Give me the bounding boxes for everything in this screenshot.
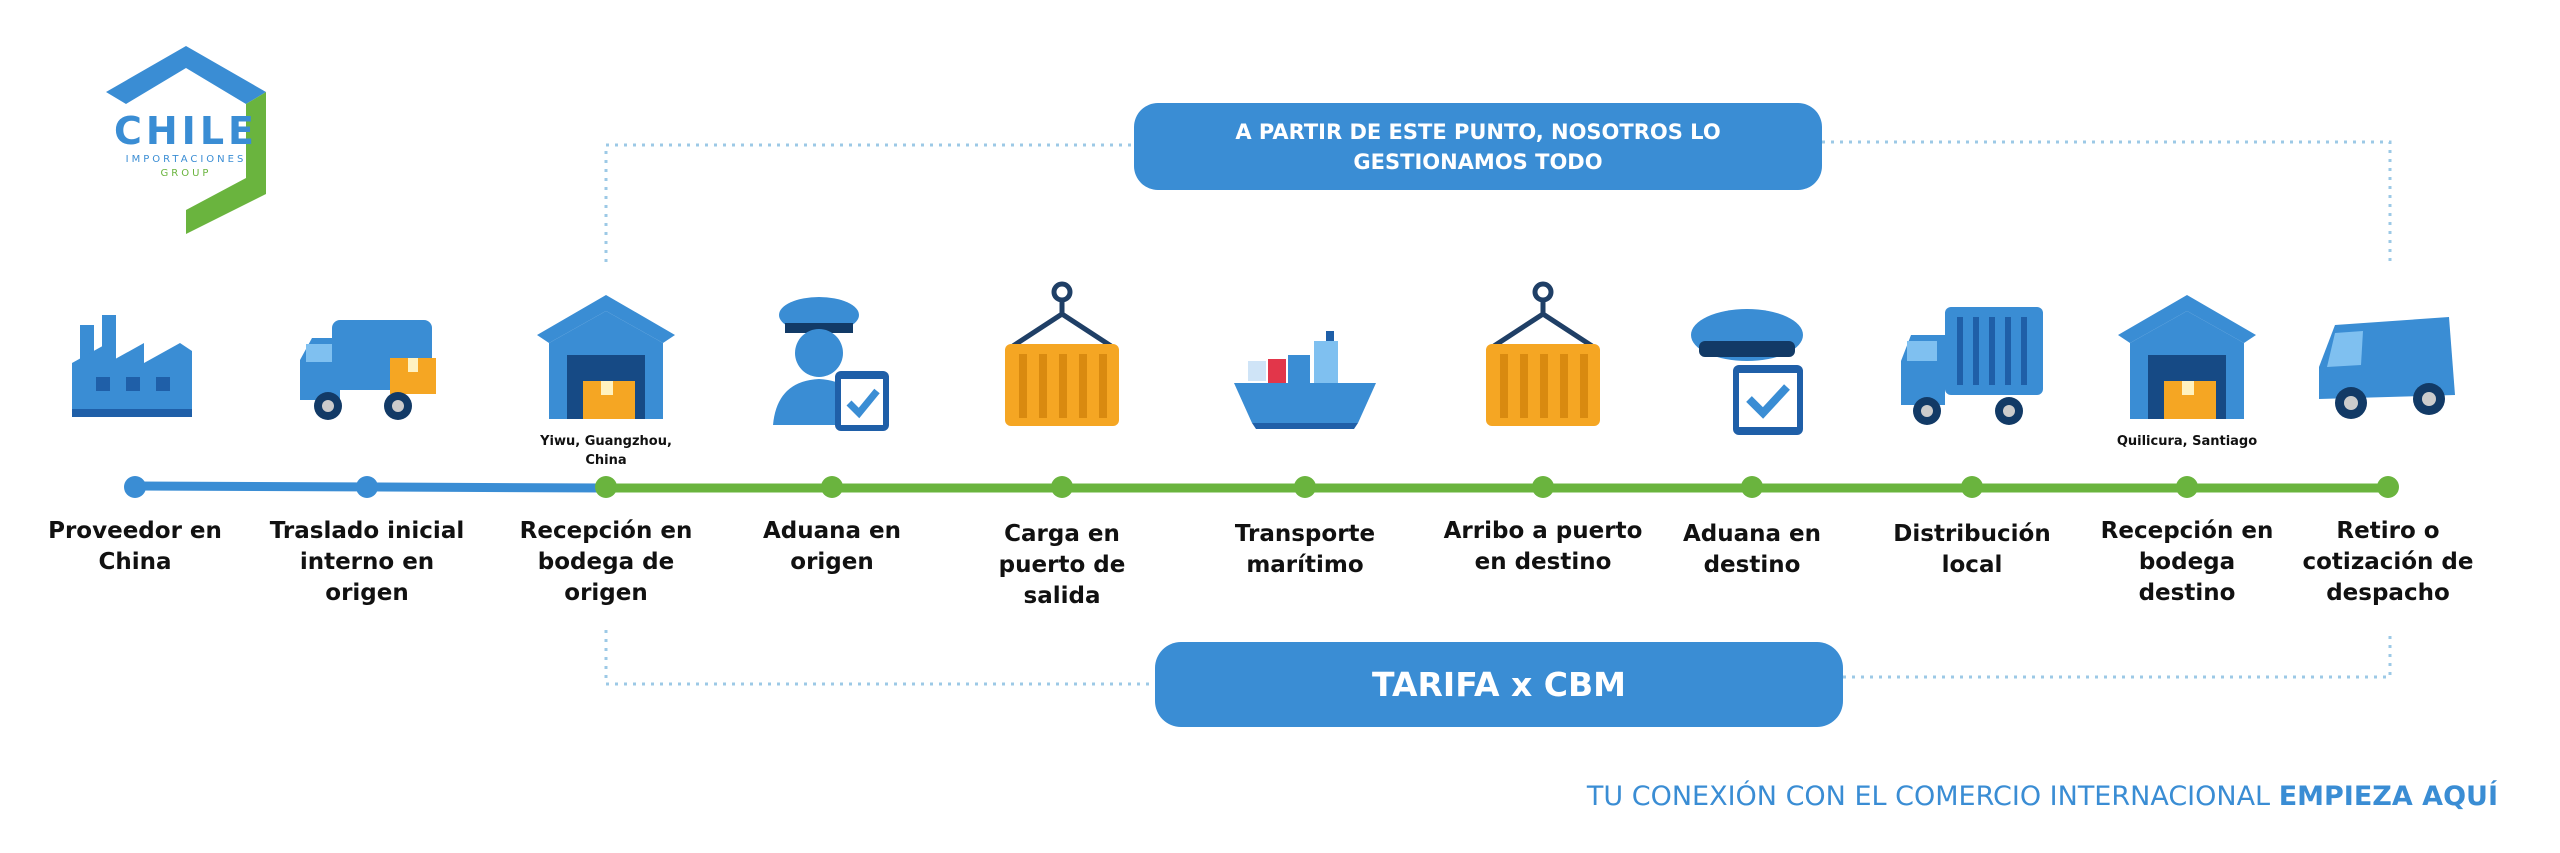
tagline-bold: EMPIEZA AQUÍ (2278, 781, 2498, 812)
step-label: Aduana en origen (762, 518, 902, 575)
logo-subtitle: IMPORTACIONES (126, 154, 247, 165)
timeline-dot (356, 476, 378, 498)
bracket-top-right (1822, 140, 2392, 262)
timeline-dot (1741, 476, 1763, 498)
step-label: Transporte marítimo (1234, 521, 1376, 578)
company-logo: CHILE IMPORTACIONES GROUP (96, 44, 276, 236)
step-label: Recepción en bodega destino (2100, 518, 2274, 606)
timeline-dot (821, 476, 843, 498)
cargo-container-icon (987, 280, 1137, 430)
step-label: Carga en puerto de salida (998, 521, 1126, 609)
tariff-box: TARIFA x CBM (1155, 642, 1843, 727)
step-place: Yiwu, Guangzhou, China (540, 434, 672, 468)
timeline-dot (2377, 476, 2399, 498)
tagline: TU CONEXIÓN CON EL COMERCIO INTERNACIONA… (1587, 781, 2498, 812)
customs-officer-icon (757, 285, 907, 435)
managed-note-banner: A PARTIR DE ESTE PUNTO, NOSOTROS LO GEST… (1134, 103, 1822, 190)
step-label: Retiro o cotización de despacho (2302, 518, 2474, 606)
timeline-dot (1294, 476, 1316, 498)
customs-cap-icon (1677, 295, 1827, 445)
step-label: Proveedor en China (48, 518, 222, 575)
container-truck-icon (1897, 285, 2047, 435)
timeline-dot (2176, 476, 2198, 498)
van-icon (2313, 285, 2463, 435)
timeline-dot (1961, 476, 1983, 498)
step-label: Traslado inicial interno en origen (269, 518, 465, 606)
delivery-truck-icon (292, 290, 442, 440)
bracket-bottom-right (1843, 630, 2392, 679)
warehouse-icon (2112, 285, 2262, 435)
bracket-top (604, 143, 1134, 262)
tagline-regular: TU CONEXIÓN CON EL COMERCIO INTERNACIONA… (1586, 781, 2271, 812)
timeline-dot (1051, 476, 1073, 498)
cargo-ship-icon (1230, 305, 1380, 455)
timeline-dot (124, 476, 146, 498)
timeline-dot (595, 476, 617, 498)
step-label: Distribución local (1893, 521, 2051, 578)
bracket-bottom (604, 630, 1155, 686)
step-label: Recepción en bodega de origen (519, 518, 693, 606)
step-place: Quilicura, Santiago (2116, 434, 2258, 449)
factory-icon (60, 285, 210, 435)
step-label: Aduana en destino (1682, 521, 1822, 578)
cargo-container-icon (1468, 280, 1618, 430)
warehouse-icon (531, 285, 681, 435)
step-label: Arribo a puerto en destino (1443, 518, 1643, 575)
logo-brand: CHILE (114, 109, 258, 153)
logo-group: GROUP (161, 168, 212, 179)
timeline-dot (1532, 476, 1554, 498)
